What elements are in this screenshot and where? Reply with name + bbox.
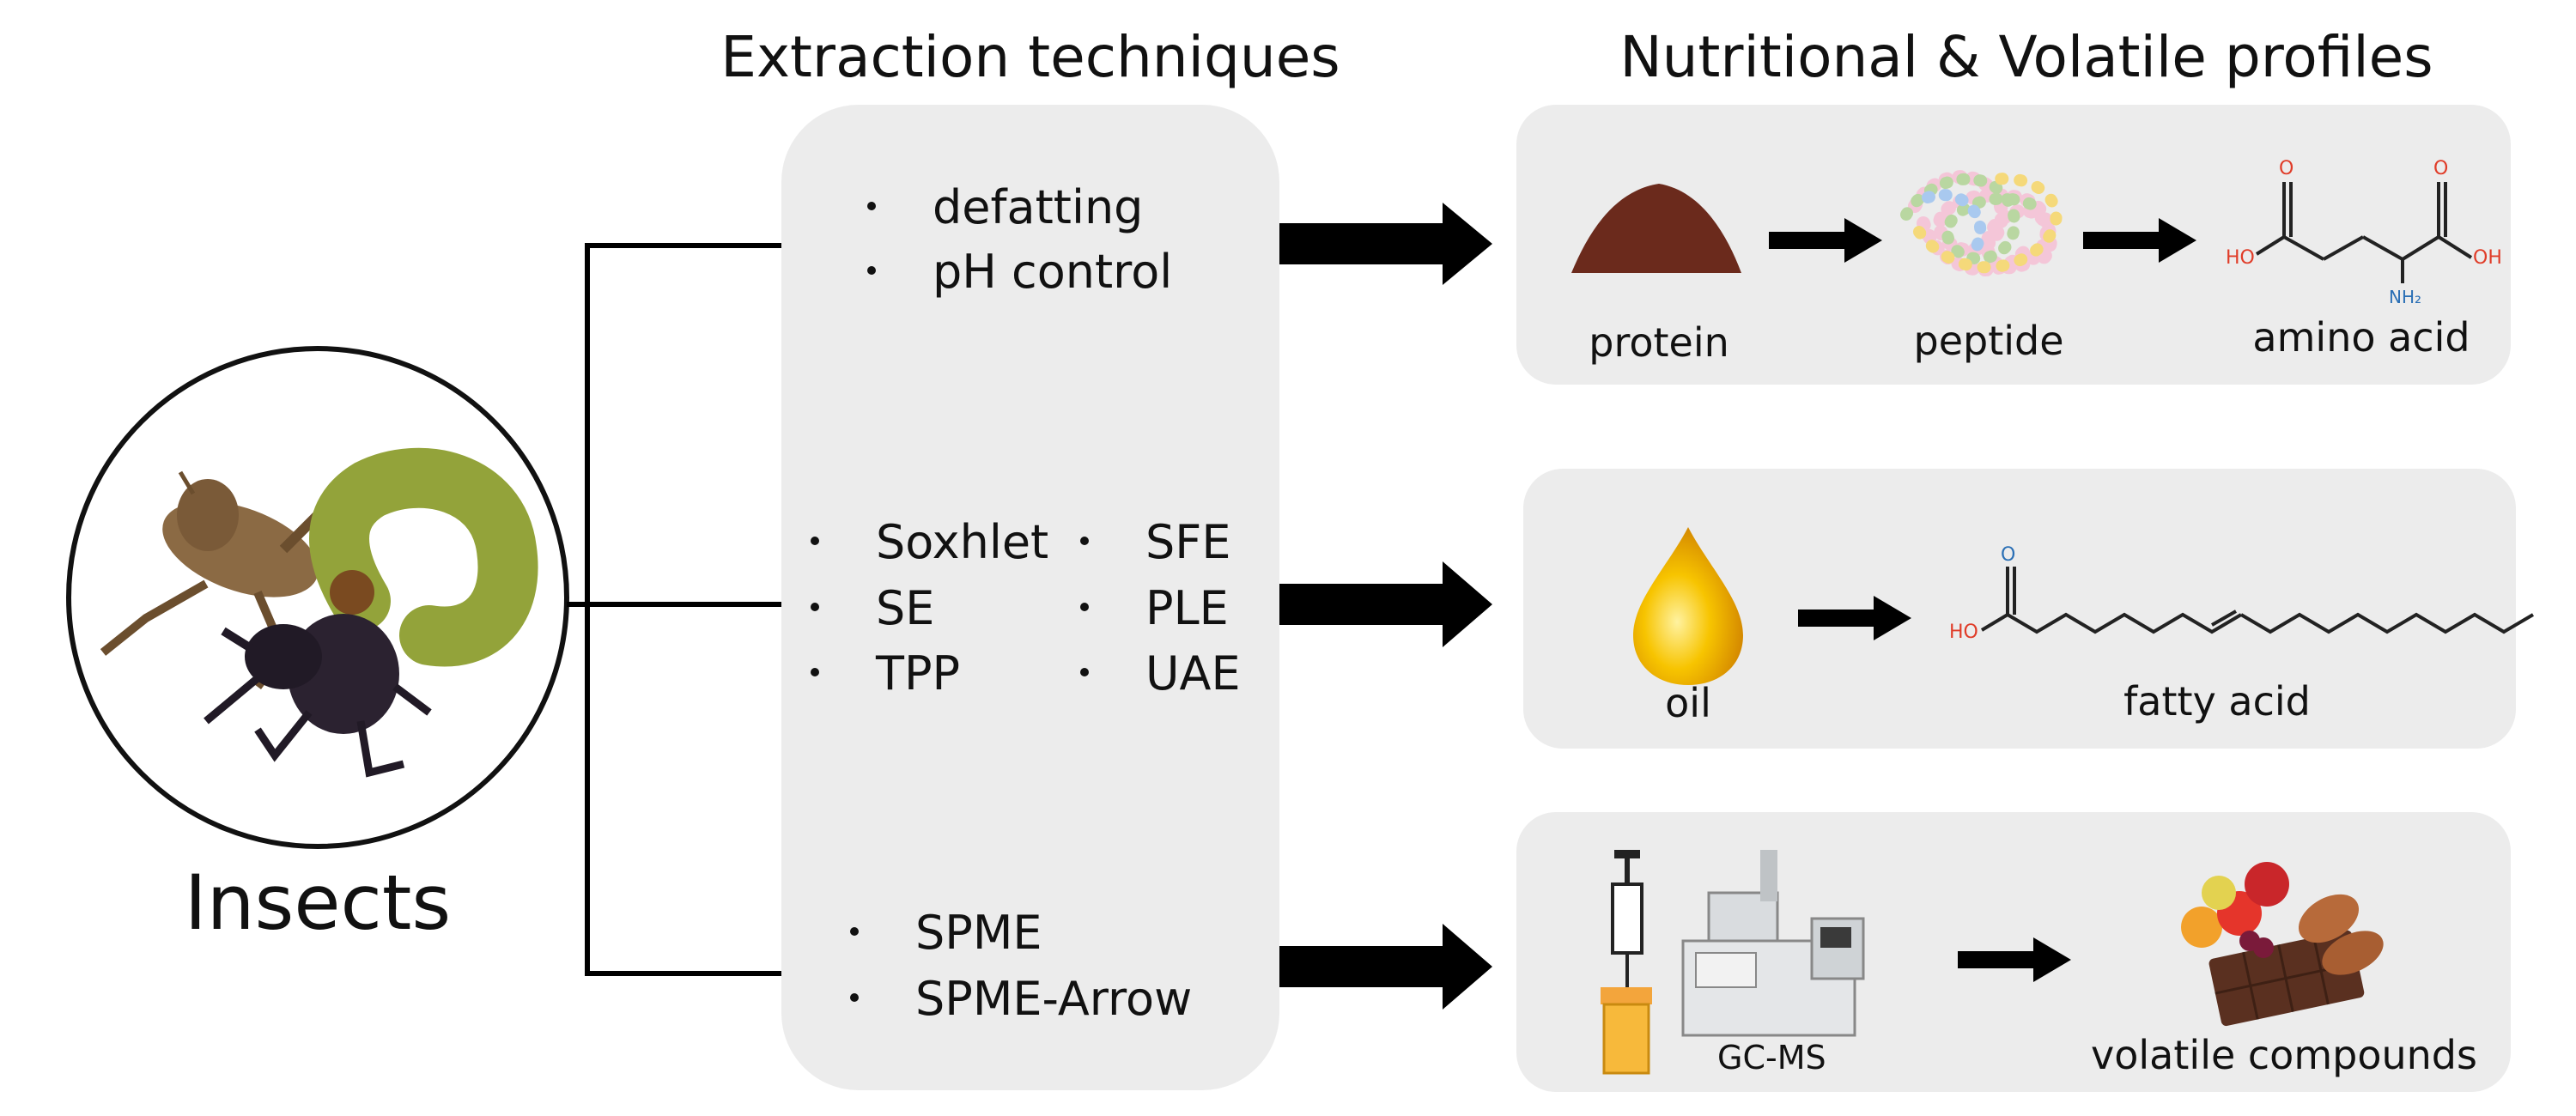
- extraction-heading: Extraction techniques: [720, 24, 1340, 90]
- peptide-icon: [1900, 170, 2063, 276]
- fatty-acid-structure: [1980, 567, 2535, 634]
- amino-OH: OH: [2473, 247, 2502, 269]
- label-protein: protein: [1589, 319, 1729, 366]
- amino-acid-structure: [2255, 182, 2473, 283]
- amino-HO: HO: [2226, 247, 2255, 269]
- arrow-to-oil: [1279, 561, 1492, 647]
- label-volatile-compounds: volatile compounds: [2091, 1032, 2477, 1078]
- insects-label: Insects: [184, 858, 452, 947]
- amino-O2: O: [2433, 158, 2449, 179]
- label-amino-acid: amino acid: [2252, 314, 2470, 361]
- arrow-to-volatile: [1279, 924, 1492, 1010]
- label-gcms: GC-MS: [1717, 1039, 1826, 1077]
- fatty-HO: HO: [1949, 622, 1978, 643]
- beetle-icon: [204, 614, 432, 778]
- label-fatty-acid: fatty acid: [2123, 678, 2311, 725]
- protein-powder-icon: [1571, 184, 1741, 273]
- food-icon: [2181, 862, 2384, 1027]
- arrow-peptide-amino: [2083, 218, 2196, 263]
- larva-icon: [309, 447, 538, 667]
- gcms-instrument-icon: [1681, 850, 1865, 1037]
- arrow-protein-peptide: [1769, 218, 1882, 263]
- arrow-oil-fatty: [1798, 596, 1911, 640]
- label-oil: oil: [1665, 680, 1711, 726]
- arrow-gcms-volatile: [1958, 937, 2071, 982]
- arrow-to-protein: [1279, 203, 1492, 285]
- fatty-O: O: [2001, 544, 2016, 566]
- syringe-vial-icon: [1601, 850, 1652, 1075]
- amino-O1: O: [2279, 158, 2294, 179]
- amino-NH2: NH₂: [2389, 287, 2422, 307]
- oil-drop-icon: [1633, 527, 1743, 685]
- label-peptide: peptide: [1913, 318, 2064, 364]
- profiles-heading: Nutritional & Volatile profiles: [1619, 24, 2433, 90]
- extraction-panel: [781, 105, 1279, 1090]
